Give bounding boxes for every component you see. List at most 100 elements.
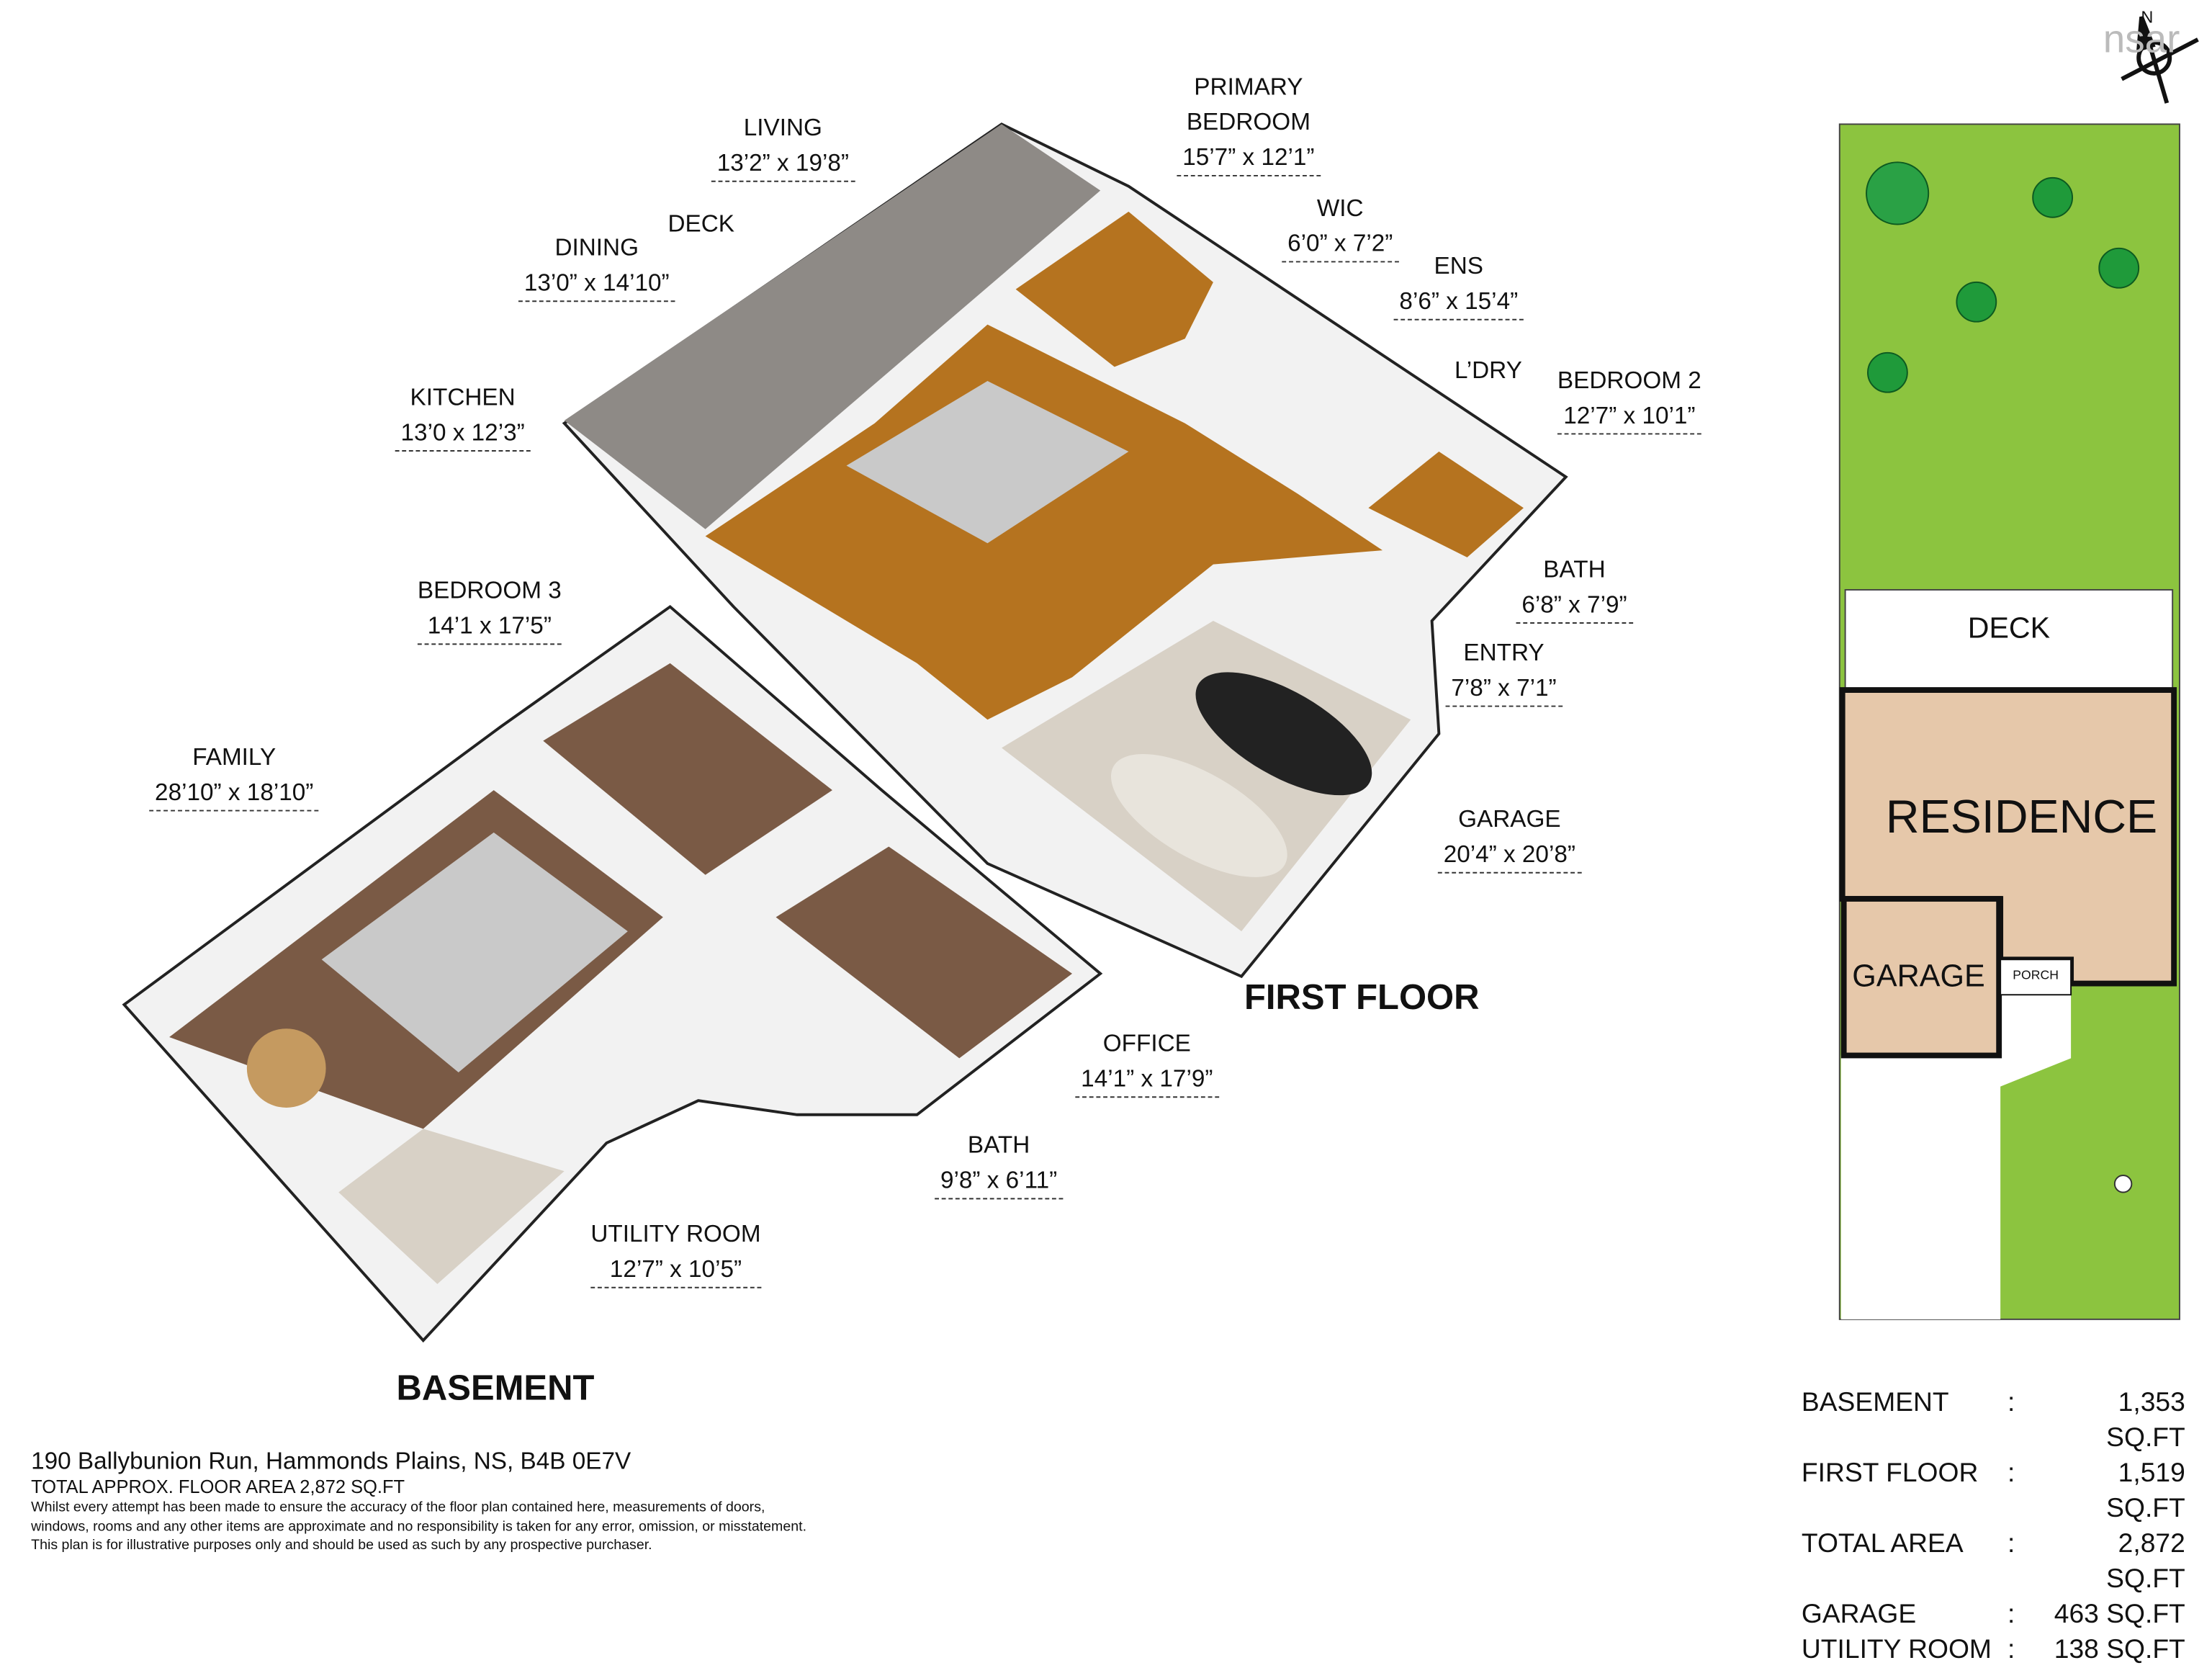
site-porch-label: PORCH: [2013, 968, 2059, 982]
disclaimer-line: This plan is for illustrative purposes o…: [31, 1538, 652, 1554]
area-name: UTILITY ROOM: [1801, 1635, 1992, 1665]
area-value: 2,872 SQ.FT: [2106, 1529, 2185, 1595]
room-dimensions: 9’8” x 6’11”: [935, 1162, 1064, 1200]
colon: :: [2007, 1388, 2015, 1418]
basement-walls: [122, 604, 1103, 1343]
site-trees: [1866, 161, 2140, 393]
room-label: BATH 6’8” x 7’9”: [1516, 552, 1633, 624]
first-floor-title: FIRST FLOOR: [1244, 977, 1480, 1018]
site-residence-label: RESIDENCE: [1885, 790, 2158, 843]
room-name: LIVING: [743, 114, 822, 141]
bedroom2-floor: [1368, 451, 1524, 557]
room-label: PRIMARY BEDROOM 15’7” x 12’1”: [1177, 69, 1321, 176]
room-label: OFFICE 14’1” x 17’9”: [1075, 1026, 1219, 1098]
floor-plan: N nsar DECK RESIDENCE GARAGE PORCH FIRST…: [31, 6, 2199, 1665]
area-row: BASEMENT: 1,353 SQ.FT: [1802, 1386, 2185, 1456]
area-name: FIRST FLOOR: [1801, 1458, 1979, 1489]
compass-north: N: [2141, 6, 2154, 27]
compass-icon: [2121, 16, 2199, 104]
room-label: BEDROOM 3 14’1 x 17’5”: [417, 573, 562, 645]
room-label: ENTRY 7’8” x 7’1”: [1445, 635, 1563, 707]
room-label: DINING 13’0” x 14’10”: [518, 230, 675, 302]
disclaimer: Whilst every attempt has been made to en…: [31, 1499, 806, 1556]
room-dimensions: 12’7” x 10’5”: [590, 1252, 761, 1288]
office-floor: [775, 846, 1072, 1059]
room-name: WIC: [1316, 194, 1364, 222]
driveway: [1840, 995, 2072, 1319]
area-row: FIRST FLOOR: 1,519 SQ.FT: [1802, 1456, 2185, 1527]
disclaimer-line: windows, rooms and any other items are a…: [31, 1519, 807, 1535]
site-porch: [2000, 959, 2072, 996]
area-value: 1,519 SQ.FT: [2106, 1458, 2185, 1524]
room-name: ENS: [1434, 252, 1484, 279]
room-label: L’DRY: [1455, 353, 1522, 388]
room-dimensions: 13’0 x 12’3”: [395, 415, 531, 452]
address: 190 Ballybunion Run, Hammonds Plains, NS…: [31, 1448, 631, 1475]
colon: :: [2007, 1600, 2015, 1630]
room-dimensions: 14’1” x 17’9”: [1075, 1061, 1219, 1098]
area-name: TOTAL AREA: [1801, 1529, 1964, 1559]
utility-floor: [338, 1129, 565, 1284]
room-name: BEDROOM 3: [417, 577, 562, 604]
room-dimensions: 28’10” x 18’10”: [149, 775, 320, 812]
total-area: TOTAL APPROX. FLOOR AREA 2,872 SQ.FT: [31, 1476, 405, 1497]
primary-bedroom-floor: [1015, 211, 1213, 367]
site-deck: [1844, 588, 2174, 690]
area-value: 463 SQ.FT: [2054, 1600, 2185, 1630]
room-dimensions: 12’7” x 10’1”: [1557, 398, 1701, 435]
room-label: FAMILY 28’10” x 18’10”: [149, 740, 320, 812]
basement-title: BASEMENT: [396, 1368, 595, 1409]
room-dimensions: 15’7” x 12’1”: [1177, 140, 1321, 176]
room-name: DINING: [554, 234, 639, 261]
room-name: PRIMARY BEDROOM: [1186, 73, 1310, 136]
living-rug: [846, 380, 1129, 544]
area-name: BASEMENT: [1801, 1388, 1949, 1418]
disclaimer-line: Whilst every attempt has been made to en…: [31, 1499, 765, 1516]
area-value: 138 SQ.FT: [2054, 1635, 2185, 1665]
room-label: UTILITY ROOM 12’7” x 10’5”: [590, 1216, 761, 1288]
room-name: KITCHEN: [410, 383, 516, 411]
area-value: 1,353 SQ.FT: [2106, 1388, 2185, 1453]
colon: :: [2007, 1635, 2015, 1665]
site-deck-label: DECK: [1967, 612, 2051, 645]
colon: :: [2007, 1529, 2015, 1559]
room-label: KITCHEN 13’0 x 12’3”: [395, 380, 531, 452]
area-row: TOTAL AREA: 2,872 SQ.FT: [1802, 1527, 2185, 1597]
area-row: GARAGE: 463 SQ.FT: [1802, 1597, 2185, 1633]
bedroom3-floor: [543, 663, 832, 875]
room-label: BEDROOM 2 12’7” x 10’1”: [1557, 363, 1701, 435]
room-name: BATH: [1543, 555, 1606, 583]
site-garage-label: GARAGE: [1852, 958, 1985, 994]
room-dimensions: 7’8” x 7’1”: [1445, 671, 1563, 707]
site-garage: [1840, 896, 2002, 1059]
room-dimensions: 6’0” x 7’2”: [1282, 225, 1399, 263]
room-label: LIVING 13’2” x 19’8”: [711, 110, 855, 182]
room-label: DECK: [667, 206, 734, 241]
dining-table: [246, 1028, 326, 1108]
car-black: [1195, 672, 1372, 796]
deck-floor: [564, 124, 1101, 529]
room-dimensions: 14’1 x 17’5”: [417, 608, 562, 645]
room-name: OFFICE: [1102, 1030, 1191, 1057]
room-label: WIC 6’0” x 7’2”: [1282, 190, 1399, 263]
site-marker: [2113, 1175, 2133, 1193]
room-dimensions: 13’2” x 19’8”: [711, 145, 855, 182]
room-name: BEDROOM 2: [1557, 367, 1701, 394]
room-name: FAMILY: [192, 743, 276, 771]
colon: :: [2007, 1458, 2015, 1489]
room-name: UTILITY ROOM: [590, 1220, 761, 1247]
area-row: UTILITY ROOM: 138 SQ.FT: [1802, 1633, 2185, 1668]
car-white: [1110, 754, 1287, 877]
area-table: BASEMENT: 1,353 SQ.FT FIRST FLOOR: 1,519 S…: [1802, 1386, 2185, 1668]
room-dimensions: 6’8” x 7’9”: [1516, 587, 1633, 624]
area-name: GARAGE: [1801, 1600, 1917, 1630]
room-name: DECK: [667, 210, 734, 238]
room-dimensions: 13’0” x 14’10”: [518, 265, 675, 302]
room-name: ENTRY: [1463, 639, 1545, 666]
floor-plan-drawing: [122, 16, 2199, 1343]
room-dimensions: 20’4” x 20’8”: [1437, 837, 1581, 874]
room-name: L’DRY: [1455, 357, 1522, 384]
